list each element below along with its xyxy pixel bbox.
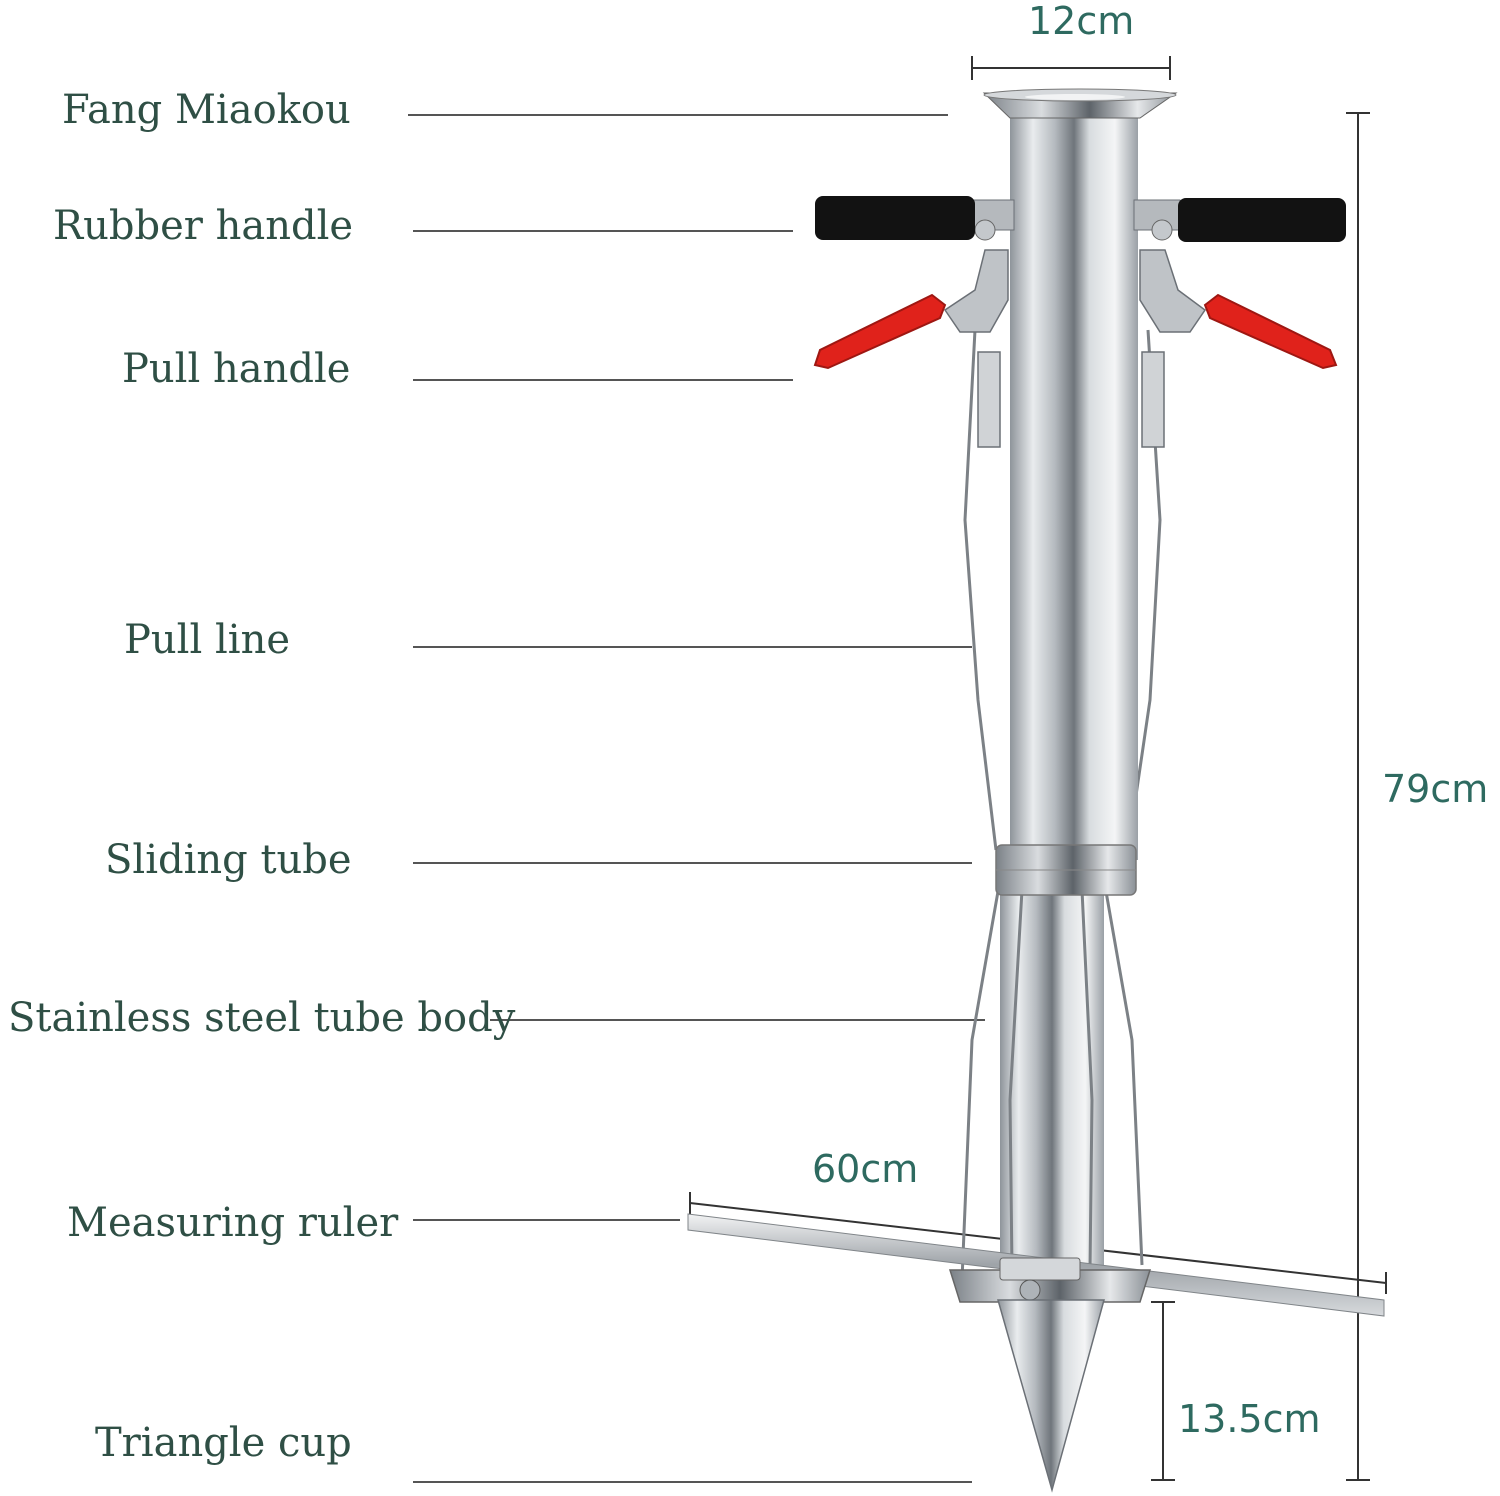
dim-cup-label: 13.5cm	[1178, 1397, 1321, 1441]
label-measuring-ruler: Measuring ruler	[67, 1200, 399, 1246]
leader-lines	[408, 114, 985, 1483]
pull-handle-left	[813, 293, 947, 370]
rubber-handle-left	[815, 196, 975, 240]
label-rubber-handle: Rubber handle	[53, 203, 354, 249]
label-fang-miaokou: Fang Miaokou	[62, 87, 351, 133]
rubber-handle-right	[1178, 198, 1346, 242]
dim-width-label: 12cm	[1028, 0, 1135, 43]
pull-handle-right	[1203, 293, 1338, 370]
label-tube-body: Stainless steel tube body	[8, 995, 516, 1041]
dim-height-label: 79cm	[1382, 767, 1489, 811]
tube-upper	[1010, 112, 1138, 860]
label-pull-handle: Pull handle	[122, 346, 351, 392]
label-sliding-tube: Sliding tube	[105, 837, 352, 883]
triangle-cup	[997, 1299, 1105, 1493]
tube-body-lower	[1000, 880, 1104, 1300]
label-triangle-cup: Triangle cup	[95, 1420, 352, 1466]
label-pull-line: Pull line	[124, 617, 290, 663]
dim-ruler-label: 60cm	[812, 1147, 919, 1191]
